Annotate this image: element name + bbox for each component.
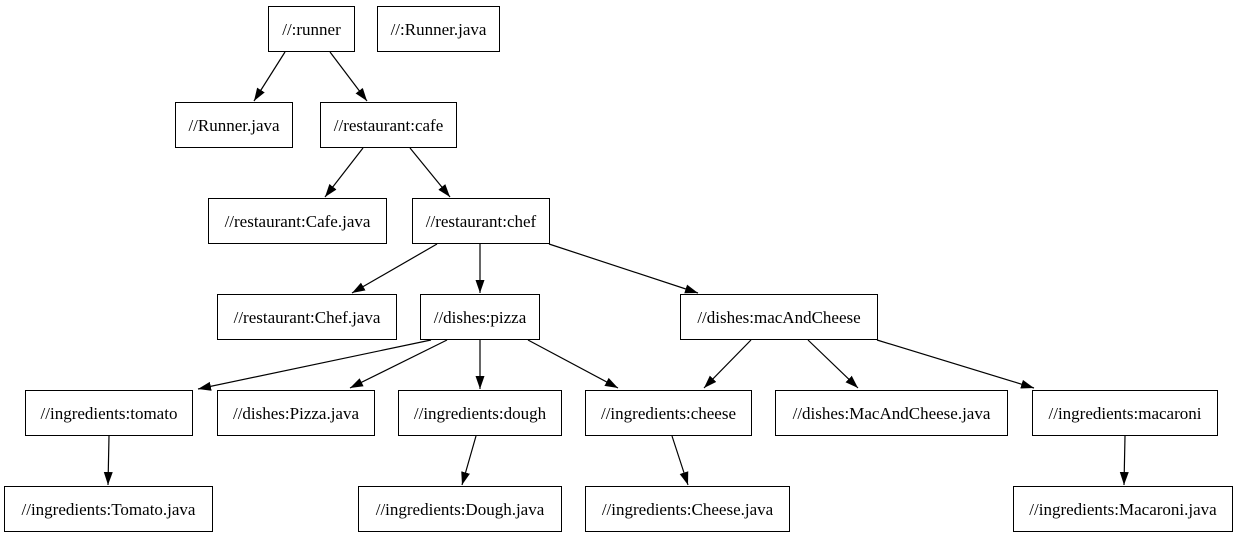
graph-node-cheese: //ingredients:cheese [585, 390, 752, 436]
graph-node-label: //dishes:Pizza.java [232, 403, 360, 423]
graph-node-macaroni-java: //ingredients:Macaroni.java [1013, 486, 1233, 532]
graph-node-label: //restaurant:cafe [333, 115, 444, 135]
graph-node-label: //ingredients:cheese [600, 403, 736, 423]
graph-node-label: //ingredients:macaroni [1048, 403, 1202, 423]
edge-mac-and-cheese-to-cheese [703, 339, 752, 389]
edge-pizza-to-pizza-java [349, 339, 448, 389]
graph-node-tomato: //ingredients:tomato [25, 390, 193, 436]
graph-node-label: //Runner.java [188, 115, 280, 135]
graph-node-label: //restaurant:Chef.java [233, 307, 381, 327]
graph-node-label: //dishes:pizza [433, 307, 527, 327]
graph-node-label: //ingredients:Tomato.java [21, 499, 196, 519]
graph-node-label: //ingredients:dough [413, 403, 547, 423]
graph-node-runner-java: //Runner.java [175, 102, 293, 148]
graph-node-label: //ingredients:Dough.java [375, 499, 545, 519]
graph-node-tomato-java: //ingredients:Tomato.java [4, 486, 213, 532]
graph-node-chef-java: //restaurant:Chef.java [217, 294, 397, 340]
edge-runner-to-runner-java [253, 51, 286, 102]
edge-macaroni-to-macaroni-java [1119, 435, 1129, 486]
edge-pizza-to-tomato [197, 339, 432, 391]
edge-cafe-to-chef [409, 147, 451, 198]
graph-node-chef: //restaurant:chef [412, 198, 550, 244]
edge-pizza-to-cheese [527, 339, 619, 389]
graph-node-cafe: //restaurant:cafe [320, 102, 457, 148]
graph-node-label: //ingredients:Macaroni.java [1029, 499, 1217, 519]
edge-cheese-to-cheese-java [671, 435, 689, 486]
edge-tomato-to-tomato-java [103, 435, 113, 486]
graph-node-mac-and-cheese-java: //dishes:MacAndCheese.java [775, 390, 1008, 436]
graph-node-pizza-java: //dishes:Pizza.java [217, 390, 375, 436]
graph-node-label: //ingredients:tomato [40, 403, 178, 423]
graph-node-runner-java-top: //:Runner.java [377, 6, 500, 52]
graph-node-label: //restaurant:Cafe.java [224, 211, 371, 231]
edge-runner-to-cafe [329, 51, 368, 102]
graph-node-label: //restaurant:chef [425, 211, 537, 231]
graph-node-label: //dishes:macAndCheese [697, 307, 861, 327]
edge-chef-to-mac-and-cheese [548, 243, 699, 294]
graph-node-runner: //:runner [268, 6, 355, 52]
graph-node-label: //:runner [282, 19, 341, 39]
graph-node-dough: //ingredients:dough [398, 390, 562, 436]
edge-cafe-to-cafe-java [324, 147, 364, 198]
graph-node-mac-and-cheese: //dishes:macAndCheese [680, 294, 878, 340]
graph-node-cafe-java: //restaurant:Cafe.java [208, 198, 387, 244]
graph-node-pizza: //dishes:pizza [420, 294, 540, 340]
graph-node-label: //:Runner.java [390, 19, 487, 39]
edge-dough-to-dough-java [461, 435, 477, 486]
graph-node-dough-java: //ingredients:Dough.java [358, 486, 562, 532]
graph-node-label: //dishes:MacAndCheese.java [792, 403, 991, 423]
graph-node-label: //ingredients:Cheese.java [601, 499, 774, 519]
graph-node-macaroni: //ingredients:macaroni [1032, 390, 1218, 436]
edge-mac-and-cheese-to-macaroni [876, 339, 1035, 389]
edge-mac-and-cheese-to-mac-and-cheese-java [807, 339, 859, 389]
graph-node-cheese-java: //ingredients:Cheese.java [585, 486, 790, 532]
edge-chef-to-chef-java [351, 243, 438, 294]
